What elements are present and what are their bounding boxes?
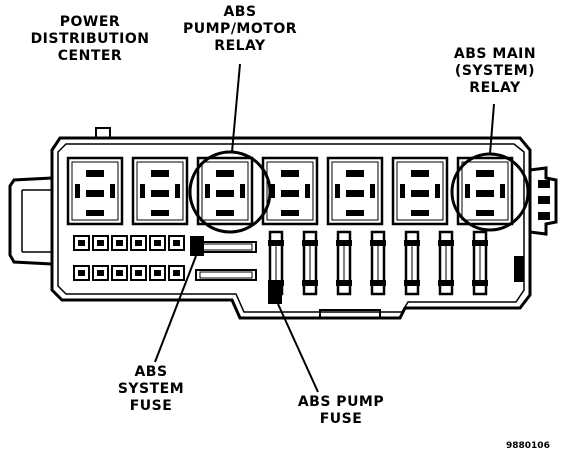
pdc-label-line-1: POWER	[59, 14, 121, 30]
abs-pump-fuse-marker	[268, 284, 282, 304]
cartridge-fuse	[336, 230, 352, 296]
cartridge-fuse	[370, 230, 386, 296]
mini-fuse	[130, 265, 147, 281]
abs-pump-fuse-line-2: FUSE	[319, 411, 363, 427]
abs-main-relay-line-3: RELAY	[469, 80, 521, 96]
right-connector	[529, 166, 558, 236]
relay-socket	[326, 156, 384, 226]
mini-fuse	[92, 265, 109, 281]
pdc-label-line-3: CENTER	[57, 48, 123, 64]
mini-fuse	[73, 235, 90, 251]
leader-pump-fuse	[277, 303, 319, 393]
relay-socket	[456, 156, 514, 226]
mini-fuse-block	[73, 235, 185, 281]
abs-pump-motor-relay-circle	[188, 150, 272, 234]
mini-fuse	[149, 265, 166, 281]
abs-pump-motor-relay-line-3: RELAY	[214, 38, 266, 54]
leader-system-fuse	[154, 255, 197, 363]
abs-system-fuse-line-2: SYSTEM	[117, 381, 185, 397]
cartridge-fuse	[302, 230, 318, 296]
relay-socket	[66, 156, 124, 226]
abs-pump-motor-relay-line-1: ABS	[223, 4, 257, 20]
relay-socket	[196, 156, 254, 226]
leader-main-relay	[489, 103, 495, 155]
cartridge-fuse	[404, 230, 420, 296]
abs-main-relay-line-1: ABS MAIN	[453, 46, 537, 62]
cartridge-fuse-row	[268, 230, 488, 296]
pdc-label: POWER DISTRIBUTION CENTER	[30, 14, 150, 65]
mini-fuse	[130, 235, 147, 251]
mini-fuse	[168, 265, 185, 281]
pdc-housing-inner-rim	[57, 143, 525, 313]
relay-socket	[131, 156, 189, 226]
abs-pump-fuse-line-1: ABS PUMP	[297, 394, 385, 410]
abs-pump-fuse-label: ABS PUMP FUSE	[286, 394, 396, 428]
abs-main-relay-label: ABS MAIN (SYSTEM) RELAY	[440, 46, 550, 97]
cartridge-fuse	[472, 230, 488, 296]
cartridge-fuse	[438, 230, 454, 296]
mini-fuse	[168, 235, 185, 251]
abs-main-relay-line-2: (SYSTEM)	[454, 63, 536, 79]
abs-pump-motor-relay-line-2: PUMP/MOTOR	[183, 21, 297, 37]
abs-system-fuse-label: ABS SYSTEM FUSE	[106, 364, 196, 415]
abs-system-fuse-marker	[190, 236, 204, 256]
relay-socket	[261, 156, 319, 226]
abs-pump-motor-relay-label: ABS PUMP/MOTOR RELAY	[180, 4, 300, 55]
pdc-label-line-2: DISTRIBUTION	[30, 31, 150, 47]
figure-id: 9880106	[506, 441, 550, 451]
left-mounting-bracket	[8, 176, 53, 266]
mini-fuse	[111, 265, 128, 281]
mini-fuse	[111, 235, 128, 251]
relay-row	[66, 156, 514, 226]
abs-system-fuse-line-1: ABS	[134, 364, 168, 380]
horizontal-fuses	[195, 241, 257, 281]
mini-fuse	[73, 265, 90, 281]
mini-fuse	[149, 235, 166, 251]
relay-socket	[391, 156, 449, 226]
leader-pump-motor-relay	[231, 63, 241, 153]
abs-system-fuse-line-3: FUSE	[129, 398, 173, 414]
mini-fuse	[92, 235, 109, 251]
